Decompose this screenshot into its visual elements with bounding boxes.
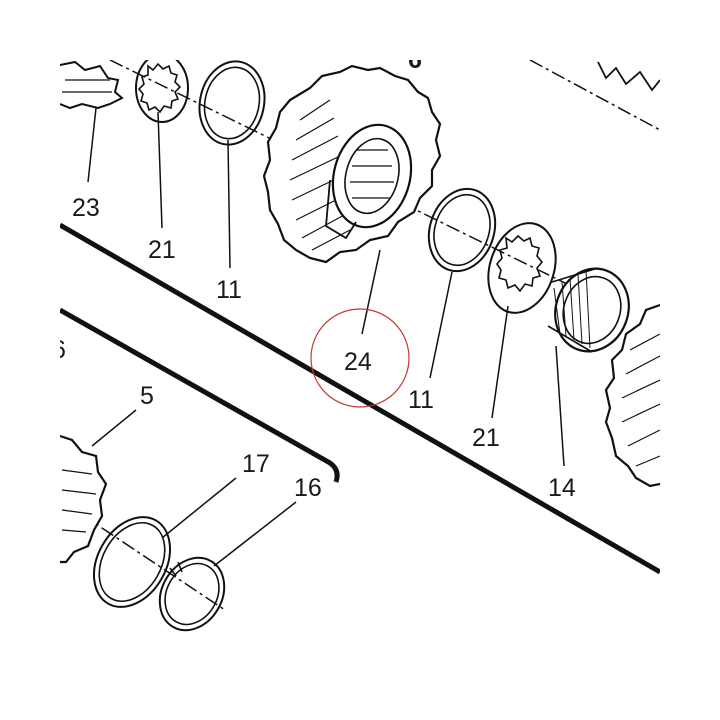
section-divider-lower bbox=[60, 307, 340, 483]
label-6-top: 6 bbox=[408, 46, 422, 74]
leader-17 bbox=[161, 477, 237, 539]
section-divider-upper bbox=[60, 222, 660, 575]
snap-ring-11-lower bbox=[427, 187, 497, 273]
leader-11-lower bbox=[429, 271, 453, 379]
gear-part-24 bbox=[262, 64, 442, 264]
label-11-upper: 11 bbox=[216, 276, 242, 304]
gear-part-23 bbox=[60, 60, 124, 110]
leader-21-lower bbox=[491, 305, 509, 419]
label-23: 23 bbox=[72, 194, 100, 222]
label-21-upper: 21 bbox=[148, 236, 176, 264]
gear-part-5 bbox=[60, 434, 108, 564]
leader-5 bbox=[91, 409, 137, 447]
label-6: 6 bbox=[52, 336, 66, 364]
leader-21-upper bbox=[157, 111, 163, 229]
label-5: 5 bbox=[140, 382, 154, 410]
ring-part-17 bbox=[93, 516, 171, 608]
leader-24 bbox=[361, 249, 381, 335]
label-21-lower: 21 bbox=[472, 424, 500, 452]
label-11-lower: 11 bbox=[408, 386, 434, 414]
leader-23 bbox=[87, 107, 97, 183]
circlip-part-16 bbox=[158, 556, 226, 632]
leader-lines bbox=[87, 107, 565, 567]
shaft-axis-right bbox=[529, 60, 660, 131]
needle-bearing-14 bbox=[547, 267, 630, 353]
splined-washer-21-lower bbox=[487, 222, 557, 314]
leader-11-upper bbox=[227, 139, 231, 269]
leader-16 bbox=[213, 501, 297, 567]
label-14: 14 bbox=[548, 474, 576, 502]
label-24: 24 bbox=[344, 348, 372, 376]
splined-washer-21-upper bbox=[135, 60, 189, 123]
gear-partial-top-right bbox=[597, 61, 660, 92]
label-16: 16 bbox=[294, 474, 322, 502]
label-17: 17 bbox=[242, 450, 270, 478]
gear-partial-right bbox=[604, 303, 660, 488]
highlight-circle-24 bbox=[310, 308, 410, 408]
leader-14 bbox=[555, 345, 565, 467]
snap-ring-11-upper bbox=[198, 60, 266, 146]
